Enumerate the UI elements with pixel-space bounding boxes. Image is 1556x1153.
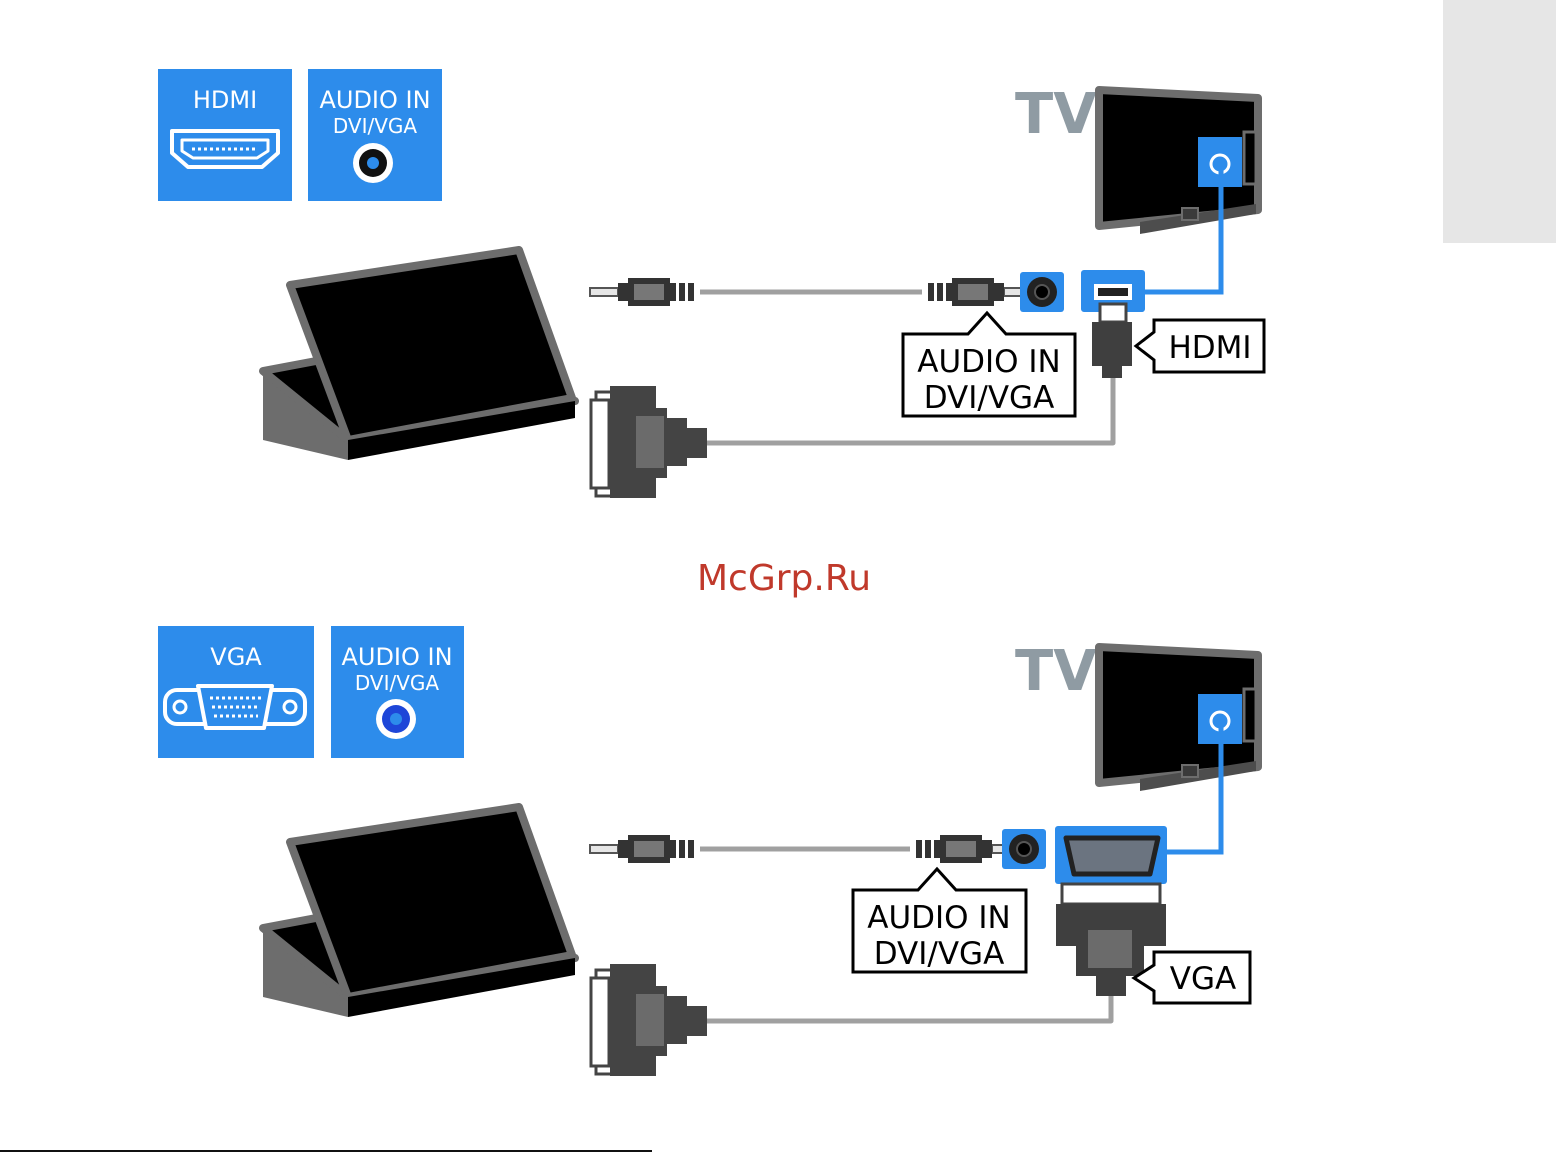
badge-vga: VGA: [158, 626, 314, 758]
callout-audio-line2b: DVI/VGA: [874, 936, 1005, 972]
badge-audio-in-2: AUDIO IN DVI/VGA: [331, 626, 464, 758]
badge-hdmi-label: HDMI: [193, 86, 257, 114]
tv-icon: [1099, 90, 1258, 234]
badge-audio-label-1b: AUDIO IN: [341, 643, 452, 671]
tv-icon: [1099, 647, 1258, 791]
badge-vga-label: VGA: [210, 643, 262, 671]
footer-rule: [0, 1150, 652, 1152]
audio-cable-2: [590, 835, 1020, 863]
diagram-hdmi: HDMI AUDIO IN DVI/VGA TV: [158, 69, 1264, 498]
tv-label: TV: [1015, 82, 1097, 147]
callout-audio-in: AUDIO IN DVI/VGA: [903, 313, 1075, 416]
audio-in-port: [1020, 272, 1064, 312]
badge-audio-in: AUDIO IN DVI/VGA: [308, 69, 442, 201]
callout-hdmi: HDMI: [1136, 320, 1264, 372]
laptop-icon: [263, 807, 575, 1017]
audio-jack-icon: [353, 143, 393, 183]
callout-audio-line1b: AUDIO IN: [867, 900, 1011, 936]
badge-audio-label-2b: DVI/VGA: [355, 671, 440, 695]
audio-in-port-2: [1002, 829, 1046, 869]
callout-hdmi-label: HDMI: [1168, 330, 1251, 366]
diagram-vga: VGA AUDIO IN DVI/VGA TV: [158, 626, 1258, 1076]
callout-vga-label: VGA: [1170, 961, 1236, 997]
callout-audio-in-2: AUDIO IN DVI/VGA: [853, 869, 1026, 972]
watermark: McGrp.Ru: [697, 558, 871, 599]
audio-cable: [590, 278, 1032, 306]
badge-audio-label-1: AUDIO IN: [319, 86, 430, 114]
callout-audio-line1: AUDIO IN: [917, 344, 1061, 380]
callout-audio-line2: DVI/VGA: [924, 380, 1055, 416]
badge-hdmi: HDMI: [158, 69, 292, 201]
audio-jack-icon: [376, 699, 416, 739]
callout-vga: VGA: [1134, 952, 1250, 1003]
hdmi-plug: [1092, 304, 1132, 378]
tv-label-2: TV: [1015, 639, 1097, 704]
laptop-icon: [263, 250, 575, 460]
badge-audio-label-2: DVI/VGA: [333, 114, 418, 138]
dvi-cable-2: [591, 964, 1111, 1076]
